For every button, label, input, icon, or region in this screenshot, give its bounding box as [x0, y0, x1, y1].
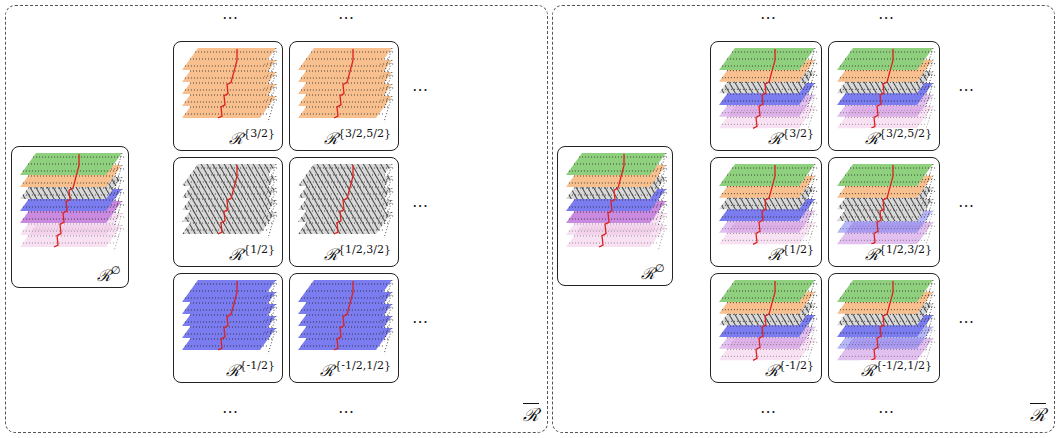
region-symbol: ℛ [324, 129, 338, 148]
box-label: ℛ{3/2,5/2} [863, 128, 934, 147]
ellipsis: ⋯ [338, 402, 354, 421]
region-box: ℛ{3/2,5/2} [828, 41, 940, 151]
region-box: ℛ{1/2} [173, 157, 283, 267]
region-superscript: {3/2} [782, 127, 814, 140]
region-box: ℛ{-1/2,1/2} [828, 273, 940, 383]
region-symbol: ℛ [641, 264, 655, 283]
region-symbol: ℛ [865, 245, 879, 264]
region-symbol: ℛ [765, 361, 779, 380]
box-label: ℛ{1/2,3/2} [863, 244, 934, 263]
region-box: ℛ{1/2} [710, 157, 822, 267]
region-superscript: {1/2,3/2} [338, 243, 391, 256]
ellipsis: ⋯ [760, 8, 776, 27]
region-superscript: {3/2} [243, 127, 275, 140]
box-label: ℛ{1/2} [227, 244, 277, 263]
region-box: ℛ{-1/2,1/2} [289, 273, 399, 383]
region-box: ℛ{1/2,3/2} [828, 157, 940, 267]
ellipsis: ⋯ [958, 196, 974, 215]
box-label: ℛ{1/2,3/2} [322, 244, 393, 263]
box-label: ℛ{1/2} [766, 244, 816, 263]
region-superscript: ∅ [111, 264, 121, 277]
region-symbol: ℛ [768, 129, 782, 148]
ellipsis: ⋯ [412, 80, 428, 99]
region-box: ℛ{1/2,3/2} [289, 157, 399, 267]
region-box: ℛ{3/2} [173, 41, 283, 151]
dashed-panel: ℛℛ∅ℛ{3/2}ℛ{3/2,5/2}ℛ{1/2}ℛ{1/2,3/2}ℛ{-1/… [552, 5, 1055, 433]
region-superscript: {-1/2} [240, 359, 275, 372]
region-symbol: ℛ [320, 361, 334, 380]
ellipsis: ⋯ [222, 402, 238, 421]
ellipsis: ⋯ [222, 8, 238, 27]
ellipsis: ⋯ [878, 8, 894, 27]
box-label: ℛ{3/2,5/2} [322, 128, 393, 147]
panel-label: ℛ [1030, 402, 1046, 426]
region-symbol: ℛ [768, 245, 782, 264]
ellipsis: ⋯ [958, 312, 974, 331]
region-box: ℛ∅ [11, 146, 129, 288]
region-superscript: ∅ [655, 262, 665, 275]
box-label: ℛ∅ [95, 265, 123, 284]
region-superscript: {1/2} [782, 243, 814, 256]
region-symbol: ℛ [861, 361, 875, 380]
region-superscript: {1/2,3/2} [879, 243, 932, 256]
dashed-panel: ℛℛ∅ℛ{3/2}ℛ{3/2,5/2}ℛ{1/2}ℛ{1/2,3/2}ℛ{-1/… [5, 5, 548, 433]
box-label: ℛ{3/2} [227, 128, 277, 147]
box-label: ℛ∅ [639, 263, 667, 282]
box-label: ℛ{-1/2,1/2} [859, 360, 934, 379]
region-superscript: {-1/2,1/2} [334, 359, 391, 372]
region-symbol: ℛ [226, 361, 240, 380]
box-label: ℛ{-1/2} [224, 360, 277, 379]
ellipsis: ⋯ [412, 312, 428, 331]
region-symbol: ℛ [324, 245, 338, 264]
region-symbol: ℛ [865, 129, 879, 148]
ellipsis: ⋯ [878, 402, 894, 421]
panel-label: ℛ [523, 402, 539, 426]
region-superscript: {1/2} [243, 243, 275, 256]
region-box: ℛ{-1/2} [173, 273, 283, 383]
region-box: ℛ∅ [557, 146, 673, 286]
ellipsis: ⋯ [338, 8, 354, 27]
ellipsis: ⋯ [412, 196, 428, 215]
region-box: ℛ{3/2} [710, 41, 822, 151]
region-symbol: ℛ [229, 245, 243, 264]
region-symbol: ℛ [229, 129, 243, 148]
ellipsis: ⋯ [760, 402, 776, 421]
region-superscript: {3/2,5/2} [879, 127, 932, 140]
box-label: ℛ{-1/2,1/2} [318, 360, 393, 379]
box-label: ℛ{-1/2} [763, 360, 816, 379]
region-box: ℛ{-1/2} [710, 273, 822, 383]
region-symbol: ℛ [97, 266, 111, 285]
region-superscript: {-1/2,1/2} [875, 359, 932, 372]
box-label: ℛ{3/2} [766, 128, 816, 147]
region-superscript: {3/2,5/2} [338, 127, 391, 140]
ellipsis: ⋯ [958, 80, 974, 99]
region-box: ℛ{3/2,5/2} [289, 41, 399, 151]
region-superscript: {-1/2} [779, 359, 814, 372]
